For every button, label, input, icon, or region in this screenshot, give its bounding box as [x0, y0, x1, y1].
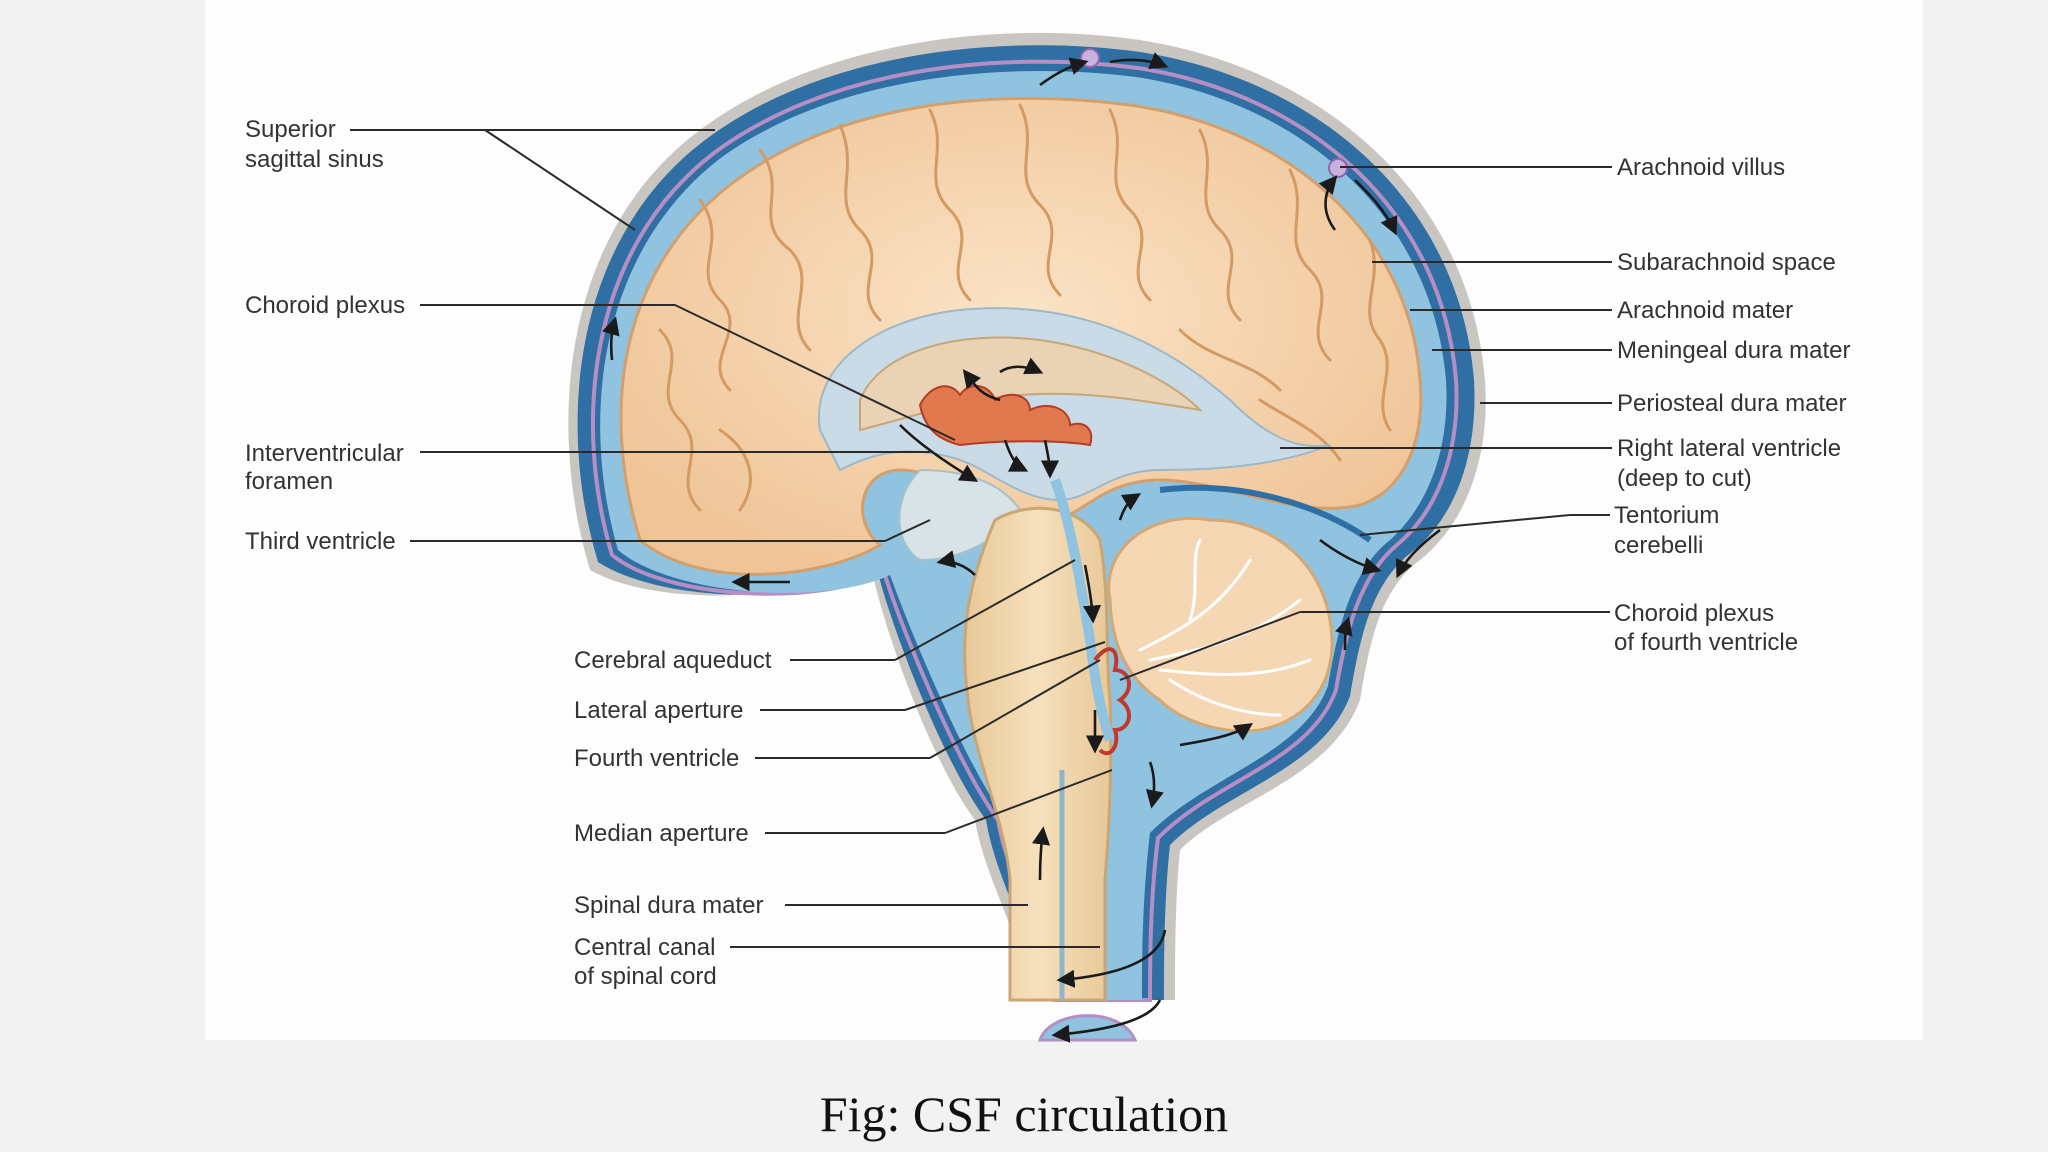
label-choroid-plexus: Choroid plexus — [245, 292, 405, 319]
label-right-lateral-ventricle-line1: Right lateral ventricle — [1617, 435, 1841, 462]
label-meningeal-dura-mater: Meningeal dura mater — [1617, 337, 1850, 364]
label-superior-sagittal-sinus-line2: sagittal sinus — [245, 146, 384, 173]
label-third-ventricle: Third ventricle — [245, 528, 396, 555]
labels-right: Arachnoid villus Subarachnoid space Arac… — [1614, 154, 1850, 656]
cerebellum — [1107, 517, 1334, 733]
label-arachnoid-villus: Arachnoid villus — [1617, 154, 1785, 181]
label-interventricular-foramen-line2: foramen — [245, 468, 333, 495]
arachnoid-mater-layer — [590, 59, 1459, 1002]
tentorium-cerebelli — [1159, 484, 1372, 543]
label-superior-sagittal-sinus-line1: Superior — [245, 116, 336, 143]
arachnoid-villus — [1080, 48, 1348, 178]
labels-left: Superior sagittal sinus Choroid plexus I… — [245, 116, 772, 990]
choroid-plexus-fourth — [1093, 647, 1131, 756]
label-periosteal-dura-mater: Periosteal dura mater — [1617, 390, 1846, 417]
label-fourth-ventricle: Fourth ventricle — [574, 745, 739, 772]
label-central-canal-line2: of spinal cord — [574, 963, 717, 990]
label-arachnoid-mater: Arachnoid mater — [1617, 297, 1793, 324]
label-spinal-dura-mater: Spinal dura mater — [574, 892, 763, 919]
label-lateral-aperture: Lateral aperture — [574, 697, 743, 724]
label-median-aperture: Median aperture — [574, 820, 749, 847]
label-tentorium-cerebelli-line2: cerebelli — [1614, 532, 1703, 559]
label-choroid-plexus-fourth-line2: of fourth ventricle — [1614, 629, 1798, 656]
label-tentorium-cerebelli-line1: Tentorium — [1614, 502, 1719, 529]
spinal-cross-section — [1037, 1014, 1138, 1042]
cerebral-aqueduct — [1050, 478, 1115, 742]
label-subarachnoid-space: Subarachnoid space — [1617, 249, 1836, 276]
brainstem-spinal-cord — [963, 506, 1113, 1002]
label-central-canal-line1: Central canal — [574, 934, 715, 961]
leader-lines — [350, 129, 1612, 948]
label-choroid-plexus-fourth-line1: Choroid plexus — [1614, 600, 1774, 627]
csf-flow-arrows — [602, 52, 1441, 1043]
label-cerebral-aqueduct: Cerebral aqueduct — [574, 647, 772, 674]
label-interventricular-foramen-line1: Interventricular — [245, 440, 404, 467]
figure-caption: Fig: CSF circulation — [819, 1086, 1229, 1142]
label-right-lateral-ventricle-line2: (deep to cut) — [1617, 465, 1752, 492]
